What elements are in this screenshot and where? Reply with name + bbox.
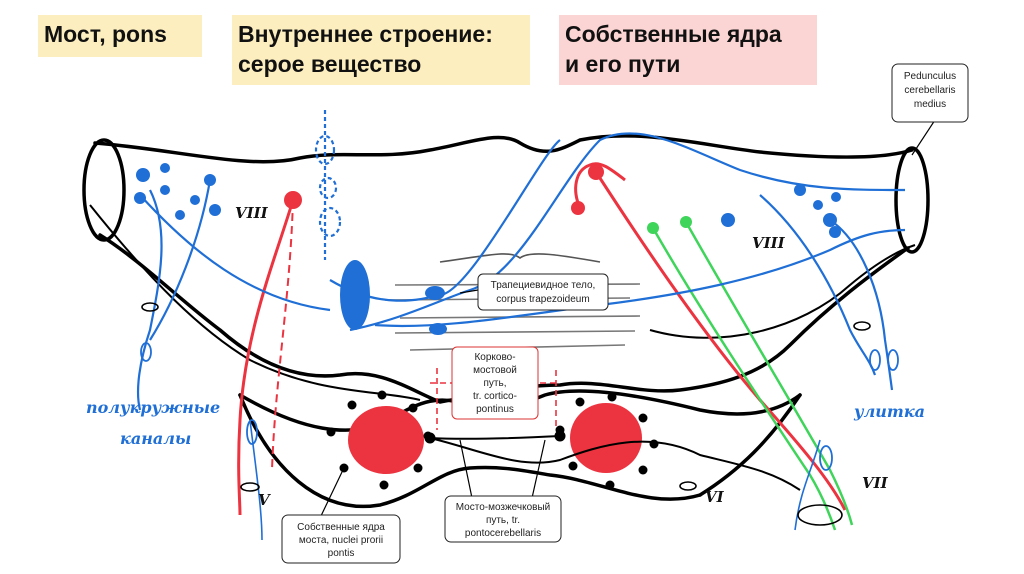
callout-trapezoid: Трапециевидное тело, corpus trapezoideum (459, 273, 609, 311)
svg-text:tr. cortico-: tr. cortico- (473, 391, 517, 402)
nerve-label-vii: VII (862, 474, 889, 492)
nerve-label-vi: VI (705, 488, 725, 506)
pontine-nucleus-left (348, 406, 424, 474)
abducens-nucleus (340, 260, 370, 330)
blue-tracts (136, 132, 906, 541)
title-topic: Собственные ядра и его пути (559, 15, 817, 85)
nerve-root-marks (141, 302, 871, 526)
svg-text:cerebellaris: cerebellaris (904, 85, 955, 96)
svg-text:corpus trapezoideum: corpus trapezoideum (496, 294, 589, 305)
handwritten-labels: VIII VIII V VI VII полукружные каналы ул… (86, 204, 925, 509)
pontocerebellar-tract (424, 430, 801, 491)
nerve-label-viii-right: VIII (752, 234, 786, 252)
semicircular-label-line2: каналы (120, 429, 191, 448)
cochlea-label: улитка (853, 402, 925, 421)
svg-text:pontis: pontis (328, 548, 355, 559)
blue-nuclei (134, 163, 841, 335)
callout-nuclei-proprii: Собственные ядра моста, nuclei prorii po… (281, 471, 401, 564)
svg-text:Мосто-мозжечковый: Мосто-мозжечковый (456, 502, 551, 513)
svg-text:Pedunculus: Pedunculus (904, 71, 956, 82)
svg-text:путь, tr.: путь, tr. (486, 515, 520, 526)
green-nuclei (647, 216, 692, 234)
title-section: Внутреннее строение: серое вещество (232, 15, 530, 85)
svg-text:моста, nuclei prorii: моста, nuclei prorii (299, 535, 383, 546)
corticopontine-tract (430, 368, 560, 430)
svg-text:pontinus: pontinus (476, 404, 514, 415)
pontine-nucleus-right (570, 403, 642, 473)
semicircular-label-line1: полукружные (86, 398, 220, 417)
internal-lines (89, 204, 916, 401)
svg-text:Корково-: Корково- (474, 352, 515, 363)
callout-pontocerebellar: Мосто-мозжечковый путь, tr. pontocerebel… (444, 439, 562, 543)
svg-text:medius: medius (914, 99, 946, 110)
svg-text:Собственные ядра: Собственные ядра (297, 521, 385, 533)
ganglion-marks (140, 342, 899, 471)
callout-peduncle: Pedunculus cerebellaris medius (891, 63, 969, 156)
red-nuclei-top (284, 164, 604, 215)
callout-corticopontine: Корково- мостовой путь, tr. cortico- pon… (451, 346, 539, 420)
blue-dashed-column (314, 110, 342, 260)
nerve-label-viii-left: VIII (235, 204, 269, 222)
svg-text:pontocerebellaris: pontocerebellaris (465, 528, 541, 539)
svg-text:Трапециевидное тело,: Трапециевидное тело, (491, 280, 596, 291)
nerve-label-v: V (258, 491, 271, 509)
pontine-nuclei-red (348, 403, 642, 474)
red-tracts (237, 162, 847, 516)
green-tracts (651, 221, 854, 531)
svg-text:путь,: путь, (484, 378, 507, 389)
svg-text:мостовой: мостовой (473, 365, 517, 376)
title-main: Мост, pons (38, 15, 202, 57)
